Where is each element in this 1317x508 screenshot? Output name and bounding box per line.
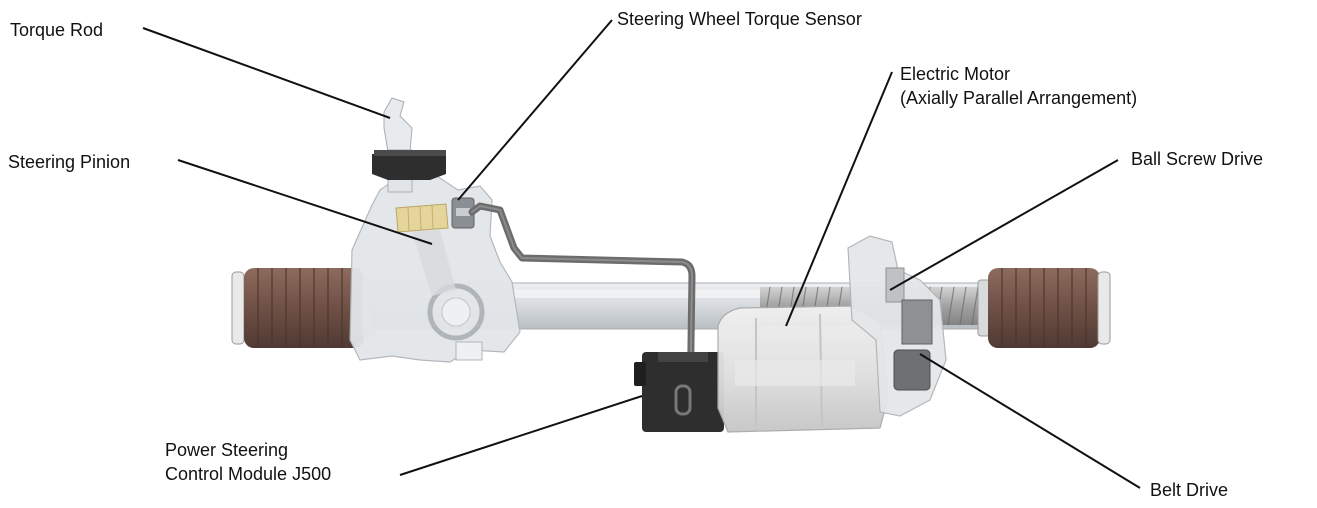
control-module [634, 352, 724, 432]
steering-pinion [395, 203, 456, 296]
leader-control-module [399, 395, 643, 476]
ball-screw-drive-text: Ball Screw Drive [1131, 149, 1264, 169]
electric-motor-text-line2: (Axially Parallel Arrangement) [900, 88, 1138, 108]
right-bellows-boot [977, 268, 1111, 348]
label-control-module: Power Steering Control Module J500 [165, 438, 331, 486]
label-ball-screw-drive: Ball Screw Drive [1131, 147, 1263, 171]
leader-torque-rod [142, 27, 391, 119]
label-steering-pinion: Steering Pinion [8, 150, 130, 174]
electric-motor [717, 305, 889, 433]
leader-torque-sensor [457, 19, 613, 201]
torque-sensor-text: Steering Wheel Torque Sensor [617, 9, 862, 29]
steering-pinion-text: Steering Pinion [8, 152, 131, 172]
sensor-cable [468, 202, 696, 416]
belt-drive-text: Belt Drive [1150, 480, 1229, 500]
leader-belt-drive [919, 353, 1141, 489]
label-torque-rod: Torque Rod [10, 18, 103, 42]
label-torque-sensor: Steering Wheel Torque Sensor [617, 7, 862, 31]
electric-motor-text-line1: Electric Motor [900, 64, 1011, 84]
control-module-text-line1: Power Steering [165, 440, 289, 460]
label-belt-drive: Belt Drive [1150, 478, 1228, 502]
seal-ring [372, 150, 446, 180]
torque-rod-text: Torque Rod [10, 20, 104, 40]
drive-housing [847, 235, 947, 417]
leader-steering-pinion [177, 159, 433, 245]
label-electric-motor: Electric Motor (Axially Parallel Arrange… [900, 62, 1137, 110]
leader-electric-motor [785, 71, 893, 327]
leader-lines [142, 19, 1141, 489]
leader-ball-screw [889, 159, 1119, 291]
control-module-text-line2: Control Module J500 [165, 464, 332, 484]
